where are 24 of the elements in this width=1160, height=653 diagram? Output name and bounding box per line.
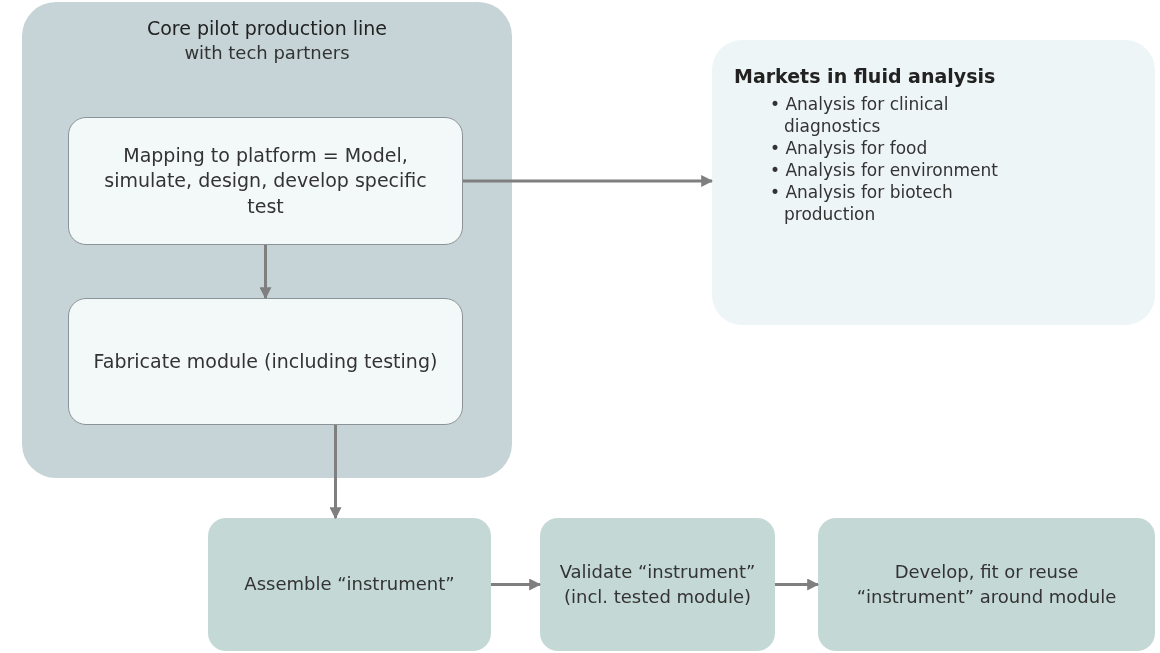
box-text: Mapping to platform = Model, simulate, design, develop specific test	[103, 142, 428, 219]
box-text: Validate “instrument” (incl. tested module)	[558, 560, 757, 609]
bullet-item: • Analysis for clinical diagnostics	[770, 92, 950, 137]
process-box	[68, 298, 463, 425]
box-text: Assemble “instrument”	[244, 572, 455, 597]
process-box	[208, 518, 491, 651]
box-text: Develop, fit or reuse “instrument” around module	[855, 560, 1118, 609]
process-box	[68, 117, 463, 245]
process-box	[818, 518, 1155, 651]
arrow	[329, 425, 342, 520]
arrow	[463, 175, 714, 187]
bullet-item: • Analysis for environment	[770, 158, 999, 182]
arrow	[775, 578, 820, 591]
process-box	[540, 518, 775, 651]
group-panel	[22, 2, 512, 478]
group-subheading: with tech partners	[184, 40, 350, 65]
group-heading: Core pilot production line	[146, 16, 388, 41]
bullet-item: • Analysis for biotech production	[770, 181, 954, 226]
bullet-item: • Analysis for food	[770, 136, 929, 159]
arrow	[491, 578, 542, 591]
box-text: Fabricate module (including testing)	[93, 348, 438, 374]
arrow	[259, 245, 272, 300]
info-panel	[712, 40, 1155, 325]
list-heading: Markets in fluid analysis	[734, 64, 996, 89]
